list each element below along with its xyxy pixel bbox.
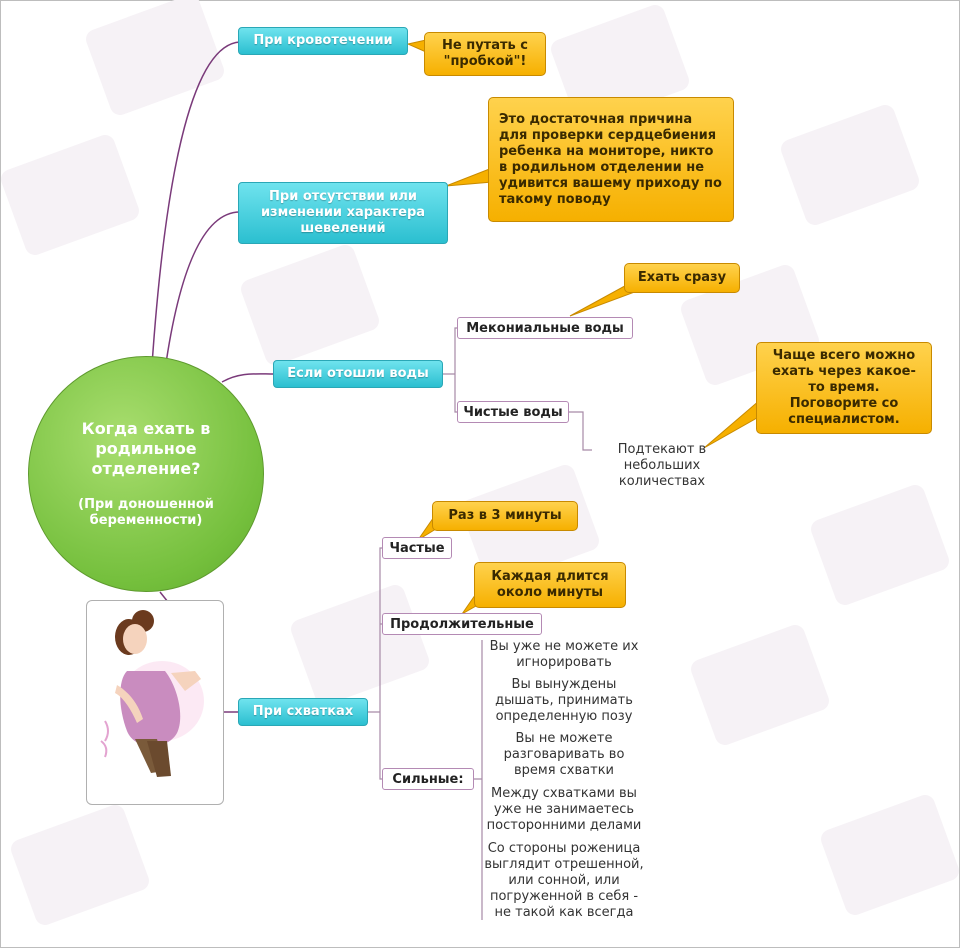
note-strong-2: Вы вынуждены дышать, принимать определен… — [495, 677, 633, 724]
callout-movement: Это достаточная причина для проверки сер… — [488, 97, 734, 222]
connector-center-waters — [221, 373, 275, 383]
callout-clear-waters: Чаще всего можно ехать через какое-то вр… — [756, 342, 932, 434]
node-meconial-waters: Мекониальные воды — [457, 317, 633, 339]
callout-tail-clear — [703, 399, 765, 449]
note-strong-3: Вы не можете разговаривать во время схва… — [503, 731, 625, 778]
central-topic: Когда ехать в родильное отделение? (При … — [28, 356, 264, 592]
node-strong: Сильные: — [382, 768, 474, 790]
node-movement: При отсутствии или изменении характера ш… — [238, 182, 448, 244]
callout-meconial: Ехать сразу — [624, 263, 740, 293]
callout-bleeding: Не путать с "пробкой"! — [424, 32, 546, 76]
connector-waters-split — [442, 327, 459, 413]
note-strong-4: Между схватками вы уже не занимаетесь по… — [486, 786, 642, 833]
callout-frequent: Раз в 3 минуты — [432, 501, 578, 531]
note-strong-1: Вы уже не можете их игнорировать — [489, 639, 639, 670]
node-long: Продолжительные — [382, 613, 542, 635]
node-bleeding: При кровотечении — [238, 27, 408, 55]
callout-tail-movement — [445, 167, 493, 187]
pregnant-woman-icon — [100, 610, 204, 777]
node-waters: Если отошли воды — [273, 360, 443, 388]
central-topic-subtitle: (При доношенной беременности) — [78, 497, 214, 528]
pregnant-woman-illustration — [86, 600, 224, 805]
note-clear-waters: Подтекают в небольших количествах — [617, 442, 707, 489]
node-contractions: При схватках — [238, 698, 368, 726]
connector-center-movement — [164, 211, 241, 371]
central-topic-title: Когда ехать в родильное отделение? — [81, 419, 211, 478]
note-strong-5: Со стороны роженица выглядит отрешенной,… — [484, 841, 644, 920]
connector-center-bleeding — [151, 41, 241, 366]
connector-clear-note — [568, 411, 592, 451]
node-frequent: Частые — [382, 537, 452, 559]
callout-long: Каждая длится около минуты — [474, 562, 626, 608]
connector-contractions-split — [367, 547, 384, 780]
node-clear-waters: Чистые воды — [457, 401, 569, 423]
